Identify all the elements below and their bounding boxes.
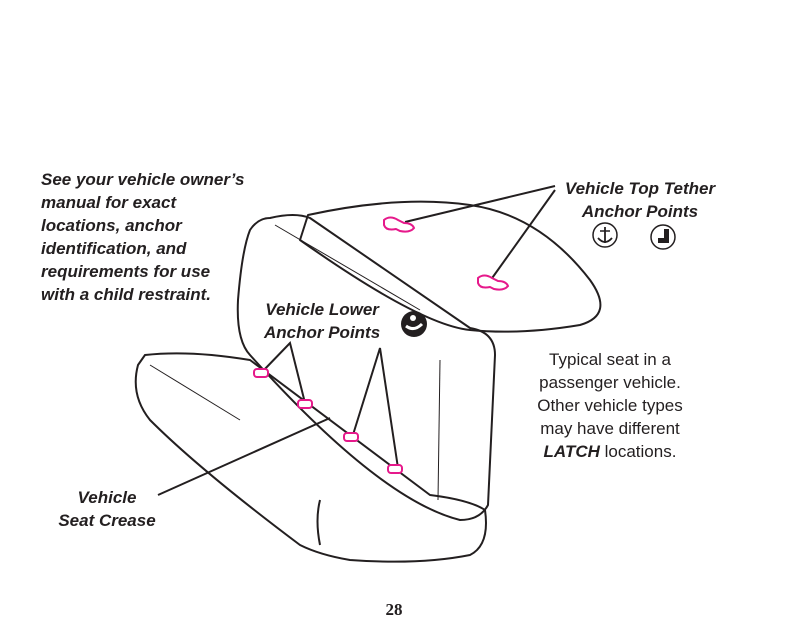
leader-lines — [157, 185, 556, 496]
seat-seam — [149, 364, 241, 421]
note-line: with a child restraint. — [41, 285, 212, 304]
note-line: identification, and — [41, 239, 187, 258]
label-line: Anchor Points — [581, 202, 699, 221]
lower-anchor-label: Vehicle Lower Anchor Points — [264, 298, 380, 344]
note-line: See your vehicle owner’s — [41, 170, 245, 189]
note-line: may have different — [540, 419, 680, 438]
note-line: Typical seat in a — [549, 350, 671, 369]
note-line: Other vehicle types — [537, 396, 683, 415]
page-number: 28 — [385, 600, 403, 619]
note-tail: locations. — [599, 442, 677, 461]
label-line: Vehicle — [77, 488, 137, 507]
latch-emphasis: LATCH — [543, 442, 600, 461]
tether-anchor-icon — [592, 222, 618, 248]
note-line: requirements for use — [41, 262, 211, 281]
note-line: passenger vehicle. — [539, 373, 681, 392]
label-line: Anchor Points — [264, 323, 381, 342]
lower-anchor-icon — [401, 311, 427, 337]
seat-crease-label: Vehicle Seat Crease — [52, 486, 162, 532]
seat-back — [236, 214, 496, 521]
owner-manual-note: See your vehicle owner’s manual for exac… — [41, 168, 244, 306]
anchor-clips — [253, 216, 510, 474]
typical-seat-note: Typical seat in a passenger vehicle. Oth… — [515, 348, 705, 463]
tether-seat-icon — [650, 224, 676, 250]
seat-seam — [437, 359, 441, 501]
note-line: manual for exact — [41, 193, 177, 212]
label-line: Seat Crease — [58, 511, 156, 530]
seat-seam — [274, 224, 421, 311]
label-line: Vehicle Top Tether — [564, 179, 716, 198]
seat-cushion — [134, 352, 487, 563]
label-line: Vehicle Lower — [265, 300, 379, 319]
seat-seam — [316, 499, 321, 546]
note-line: locations, anchor — [41, 216, 182, 235]
top-tether-label: Vehicle Top Tether Anchor Points — [555, 177, 725, 223]
note-line: LATCH locations. — [515, 440, 705, 463]
rear-shelf — [299, 200, 602, 333]
